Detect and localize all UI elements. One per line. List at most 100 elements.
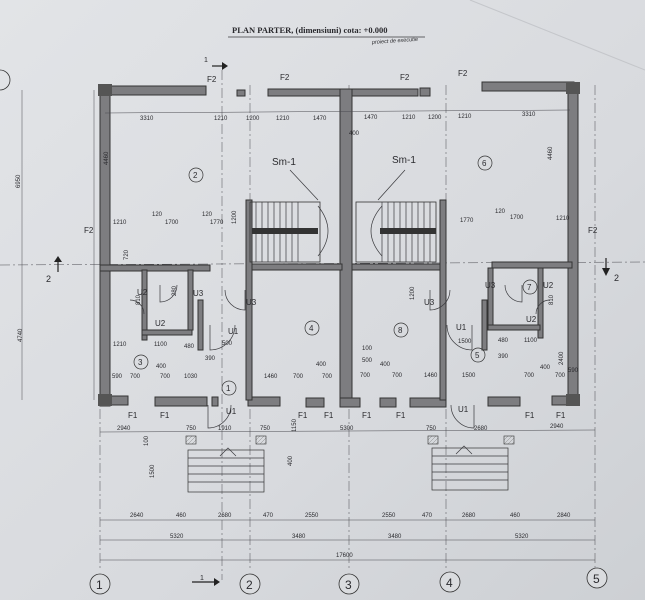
door-label-u1: U1: [456, 323, 467, 332]
svg-text:700: 700: [322, 374, 333, 380]
door-labels: U2 U2 U3 U3 U1 U1 U3 U3 U2 U2 U1 U1: [137, 281, 554, 416]
svg-text:1460: 1460: [424, 373, 438, 379]
svg-text:700: 700: [392, 373, 403, 379]
stair-label-left: Sm-1: [272, 157, 296, 168]
window-label-f1: F1: [362, 411, 372, 420]
svg-text:3480: 3480: [388, 534, 402, 540]
svg-text:700: 700: [160, 374, 171, 380]
svg-text:1: 1: [204, 57, 208, 64]
svg-text:4740: 4740: [18, 328, 24, 342]
svg-text:1030: 1030: [184, 374, 198, 380]
svg-text:2940: 2940: [550, 424, 564, 430]
exterior-walls: [98, 81, 580, 408]
svg-text:700: 700: [524, 373, 535, 379]
page-fold-line: [469, 0, 645, 71]
svg-text:1500: 1500: [462, 373, 476, 379]
window-label-f1: F1: [160, 411, 170, 420]
door-label-u2: U2: [155, 319, 166, 328]
svg-text:2940: 2940: [117, 426, 131, 432]
svg-text:500: 500: [362, 358, 373, 364]
svg-text:1460: 1460: [264, 374, 278, 380]
entrance-steps-right: [427, 435, 515, 491]
stair-label-right: Sm-1: [392, 155, 416, 166]
window-label-f1: F1: [525, 411, 535, 420]
svg-text:810: 810: [136, 294, 142, 305]
svg-text:400: 400: [380, 362, 391, 368]
interior-dimensions: 1210 120 1700 120 1770 1770 120 1700 121…: [112, 209, 579, 380]
svg-text:700: 700: [130, 374, 141, 380]
step-dim-100: 100: [144, 435, 150, 446]
svg-text:1210: 1210: [402, 115, 416, 121]
axis-label-4: 4: [446, 576, 453, 590]
svg-text:480: 480: [184, 344, 195, 350]
section-mark-left: 2: [46, 256, 62, 284]
svg-text:390: 390: [498, 354, 509, 360]
room-numbers: 2 6 3 1 4 8 5 7: [133, 155, 538, 396]
svg-text:470: 470: [263, 513, 274, 519]
svg-text:5320: 5320: [515, 534, 529, 540]
window-label-f2: F2: [84, 226, 94, 235]
svg-text:5300: 5300: [340, 426, 354, 432]
stair-leader-left: [289, 169, 319, 201]
svg-text:120: 120: [495, 209, 506, 215]
svg-text:470: 470: [422, 513, 433, 519]
room-number-6: 6: [482, 159, 487, 168]
section-mark-right: 2: [602, 258, 619, 283]
room-number-5: 5: [475, 351, 480, 360]
room-number-3: 3: [138, 358, 143, 367]
door-label-u3: U3: [193, 289, 204, 298]
svg-text:590: 590: [112, 374, 123, 380]
svg-text:2680: 2680: [474, 426, 488, 432]
entrance-steps-left: [185, 435, 267, 493]
svg-text:1210: 1210: [458, 114, 472, 120]
svg-text:1470: 1470: [313, 116, 327, 122]
svg-text:2: 2: [46, 274, 51, 284]
axis-label-5: 5: [593, 572, 600, 586]
staircase-right: [355, 201, 437, 263]
svg-text:2680: 2680: [462, 513, 476, 519]
svg-text:1700: 1700: [510, 215, 524, 221]
svg-text:3480: 3480: [292, 534, 306, 540]
step-dim-400: 400: [288, 455, 294, 466]
svg-text:1770: 1770: [210, 220, 224, 226]
interior-walls: [99, 199, 573, 401]
door-label-u2: U2: [526, 315, 537, 324]
window-label-f1: F1: [556, 411, 566, 420]
front-dimension-chain: 2940 750 1910 750 1150 5300 750 2680 294…: [99, 418, 596, 433]
side-dimensions: 4460 4740 6950 4460: [16, 90, 554, 400]
svg-text:1210: 1210: [276, 116, 290, 122]
window-label-f2: F2: [207, 75, 217, 84]
door-label-u1: U1: [458, 405, 469, 414]
door-swings: [129, 284, 551, 429]
window-labels: F2 F2 F2 F2 F2 F2 F1 F1 F1 F1 F1 F1 F1 F…: [84, 69, 598, 420]
svg-text:810: 810: [549, 294, 555, 305]
window-label-f1: F1: [396, 411, 406, 420]
svg-text:120: 120: [202, 212, 213, 218]
svg-text:400: 400: [349, 131, 360, 137]
door-label-u2: U2: [543, 281, 554, 290]
svg-text:1: 1: [200, 575, 204, 582]
svg-text:1910: 1910: [218, 426, 232, 432]
svg-text:2840: 2840: [557, 513, 571, 519]
door-label-u3: U3: [424, 298, 435, 307]
window-label-f2: F2: [280, 73, 290, 82]
window-label-f2: F2: [588, 226, 598, 235]
axis-bubble-offpage: [0, 69, 11, 91]
svg-text:2: 2: [614, 273, 619, 283]
svg-text:2550: 2550: [382, 513, 396, 519]
plan-subtitle: proiect de executie: [371, 37, 418, 46]
room-number-7: 7: [527, 283, 532, 292]
svg-text:1200: 1200: [410, 286, 416, 300]
svg-text:1210: 1210: [214, 116, 228, 122]
svg-text:2640: 2640: [130, 513, 144, 519]
svg-text:3310: 3310: [140, 116, 154, 122]
svg-text:3310: 3310: [522, 112, 536, 118]
door-label-u1: U1: [226, 407, 237, 416]
svg-text:400: 400: [316, 362, 327, 368]
door-label-u1: U1: [228, 327, 239, 336]
svg-text:100: 100: [362, 346, 373, 352]
room-number-1: 1: [226, 384, 231, 393]
svg-text:1200: 1200: [428, 115, 442, 121]
svg-text:5320: 5320: [170, 534, 184, 540]
